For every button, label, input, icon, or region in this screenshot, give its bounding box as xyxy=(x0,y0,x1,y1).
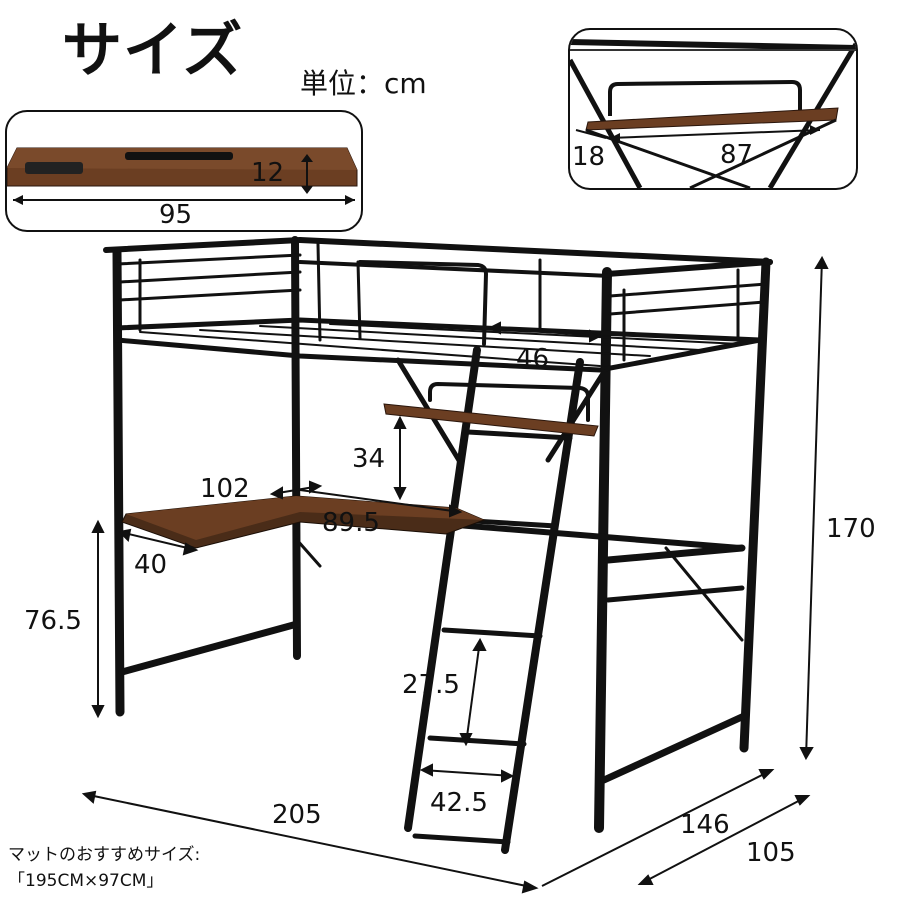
top-shelf-depth-label: 18 xyxy=(572,142,606,172)
mat-note-line1: マットのおすすめサイズ: xyxy=(8,845,201,865)
total-height-label: 170 xyxy=(826,514,876,544)
shelf-detail-inset: 12 95 xyxy=(5,110,363,232)
unit-label: 単位：cm xyxy=(300,67,427,100)
shelf-height-label: 12 xyxy=(251,158,285,188)
ladder-opening-label: 46 xyxy=(516,344,550,374)
shelf-width-label: 95 xyxy=(159,200,193,230)
inner-width-label: 105 xyxy=(746,838,796,868)
desk-height-label: 76.5 xyxy=(24,606,82,636)
desk-mid-label: 89.5 xyxy=(322,508,380,538)
upper-shelf-drawing xyxy=(570,39,856,188)
page-title: サイズ xyxy=(62,16,244,86)
upper-shelf-inset: 18 87 xyxy=(568,28,858,190)
rung-spacing-label: 27.5 xyxy=(402,670,460,700)
desk-long-label: 102 xyxy=(200,474,250,504)
mat-note-line2: 「195CM×97CM」 xyxy=(8,871,164,891)
shelf-detail-drawing xyxy=(7,147,358,205)
ladder-width-label: 42.5 xyxy=(430,788,488,818)
top-shelf-width-label: 87 xyxy=(720,140,754,170)
outer-width-label: 146 xyxy=(680,810,730,840)
mat-recommendation-note: マットのおすすめサイズ: 「195CM×97CM」 xyxy=(8,842,200,894)
desk-depth-label: 40 xyxy=(134,550,168,580)
shelf-gap-label: 34 xyxy=(352,444,386,474)
total-length-label: 205 xyxy=(272,800,322,830)
